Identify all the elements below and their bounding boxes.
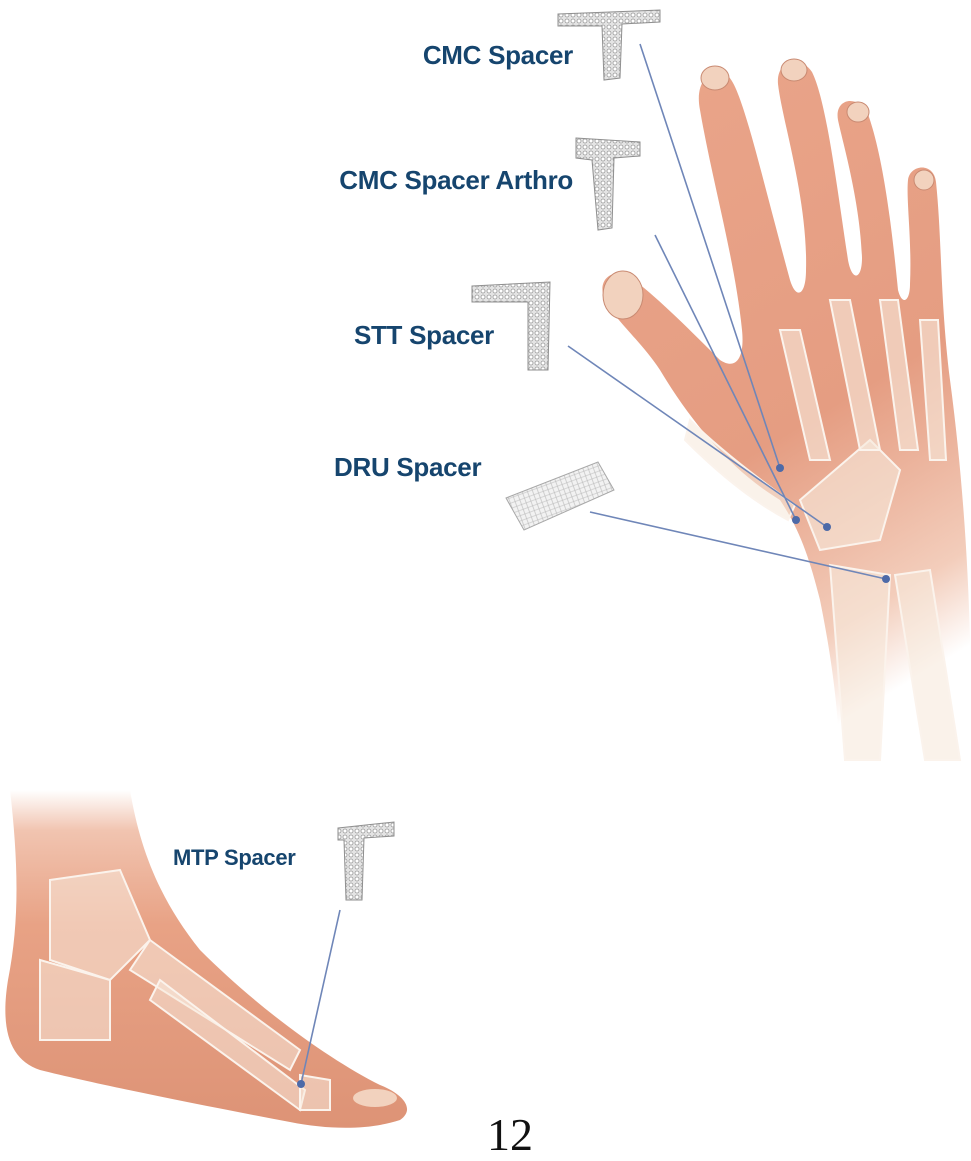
- label-cmc-spacer: CMC Spacer: [423, 40, 573, 71]
- label-stt-spacer: STT Spacer: [354, 320, 494, 351]
- leader-dot-dru-spacer: [882, 575, 890, 583]
- leader-lines: [301, 44, 886, 1084]
- label-cmc-spacer-arthro: CMC Spacer Arthro: [339, 165, 573, 196]
- page-number: 12: [455, 1108, 565, 1161]
- implant-cmc-spacer: [558, 10, 660, 80]
- leader-dot-mtp-spacer: [297, 1080, 305, 1088]
- leader-dots: [297, 464, 890, 1088]
- implant-mtp-spacer: [338, 822, 394, 900]
- label-dru-spacer: DRU Spacer: [334, 452, 481, 483]
- label-mtp-spacer: MTP Spacer: [173, 845, 296, 871]
- leader-dot-cmc-spacer-arthro: [792, 516, 800, 524]
- hand-illustration: [602, 59, 971, 800]
- leader-dot-cmc-spacer: [776, 464, 784, 472]
- implant-dru-spacer: [506, 462, 614, 530]
- implant-cmc-spacer-arthro: [576, 138, 640, 230]
- leader-dot-stt-spacer: [823, 523, 831, 531]
